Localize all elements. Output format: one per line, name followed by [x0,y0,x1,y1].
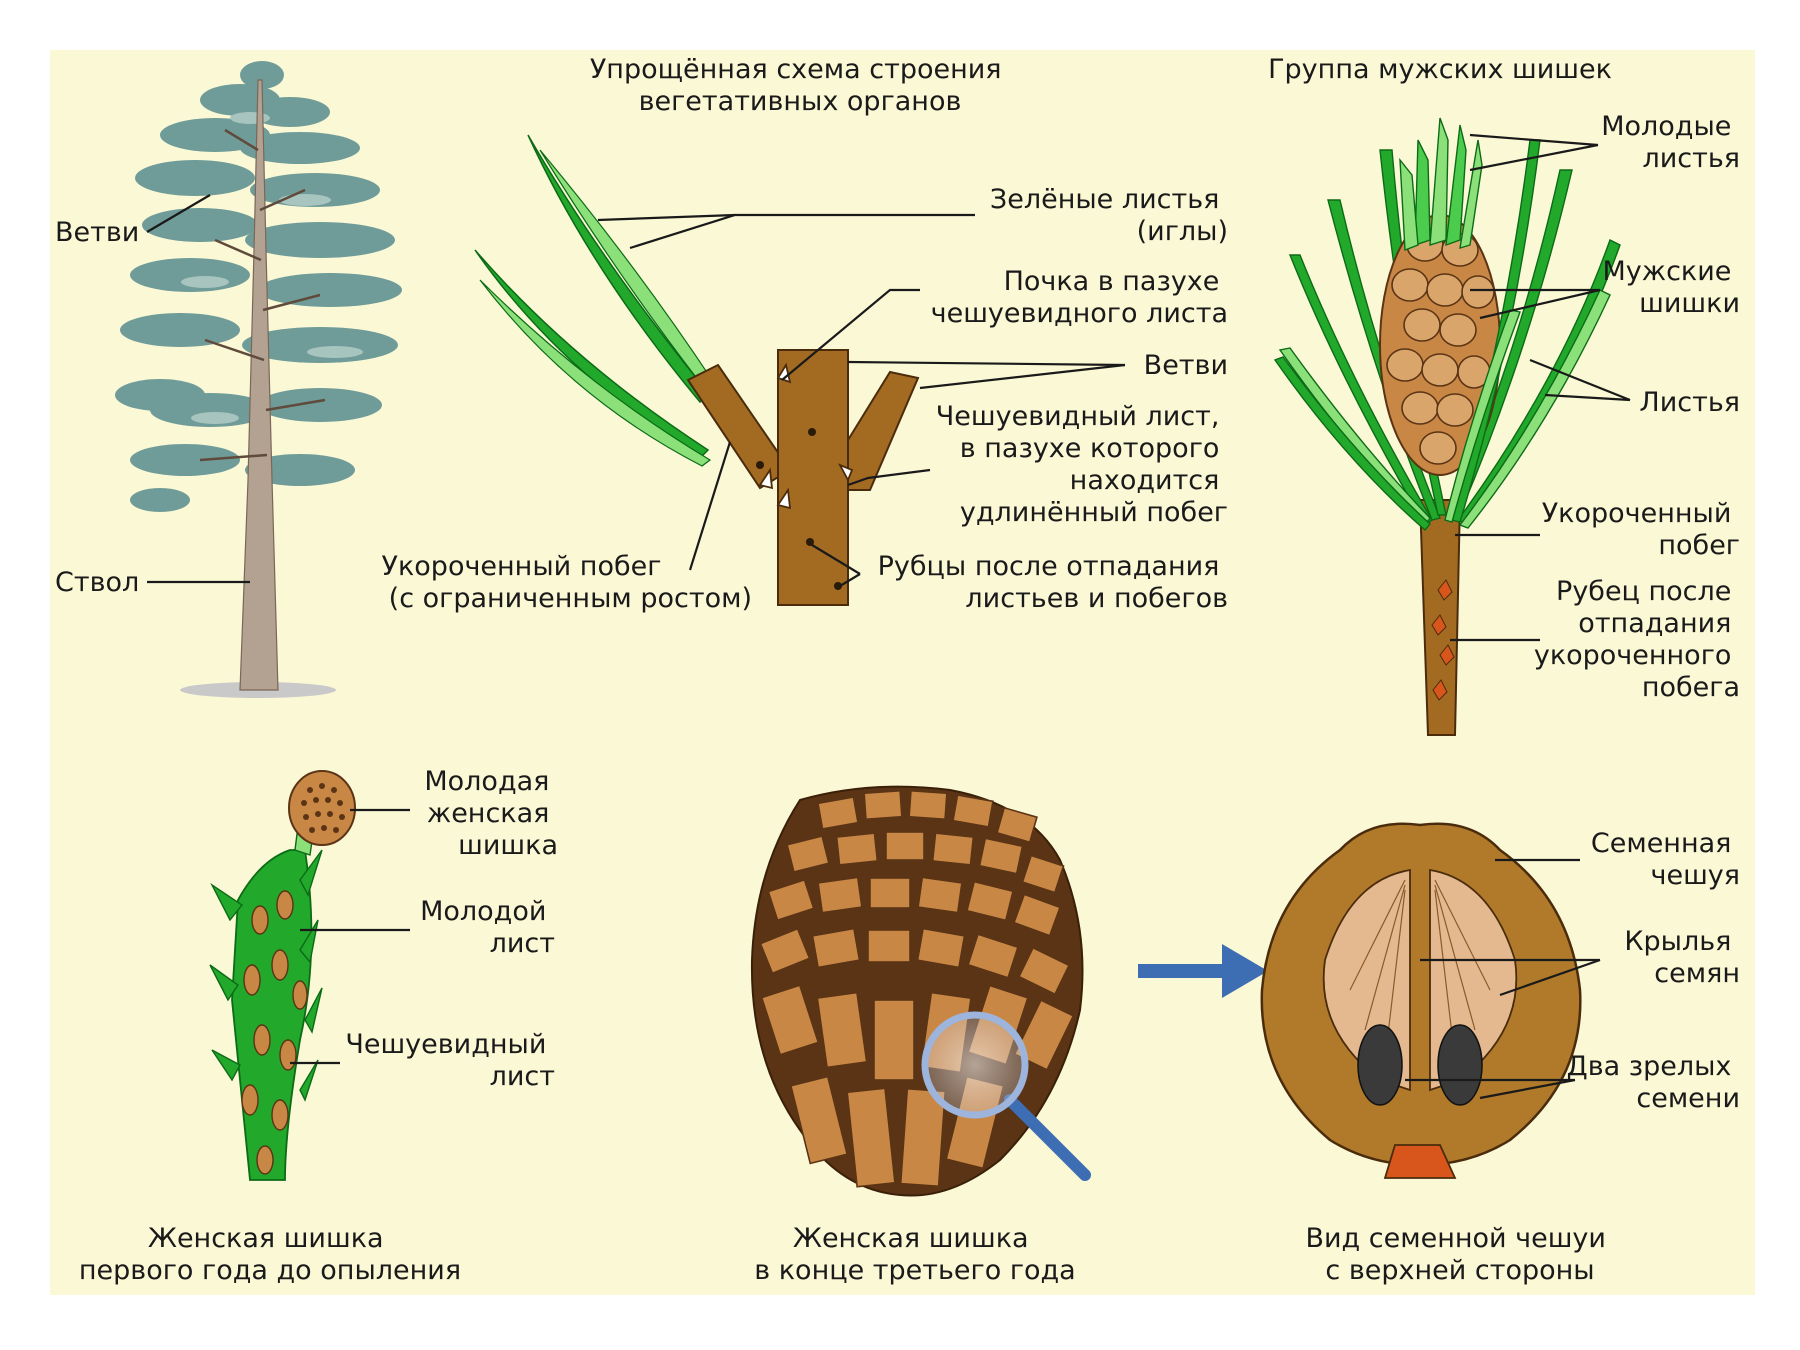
male-stem-scars [1431,579,1455,701]
magnifier-icon [921,1011,1091,1181]
label-young-leaf: Молодой лист [420,896,555,959]
leader-short-shoot [688,441,732,571]
leader-green-leaves-2 [597,213,736,222]
side-branch [847,370,920,491]
label-young-female-cone: Молодая женская шишка [424,766,558,861]
label-scale-leaf: Чешуевидный лист, в пазухе которого нахо… [936,401,1228,528]
tree-trunk [239,79,279,691]
main-branch [777,349,849,606]
leader-leaves-1 [1529,358,1631,402]
caption-female-first-year: Женская шишка первого года до опыления [79,1223,461,1286]
leader-leaves-2 [1544,393,1631,402]
male-needles-front [1273,139,1611,531]
leader-branches-2 [919,363,1126,390]
label-leaves: Листья [1639,387,1740,418]
green-needles [474,134,721,467]
male-cones-group [1273,117,1621,736]
caption-female-third-year: Женская шишка в конце третьего года [754,1223,1075,1286]
leader-male-cones-2 [1479,288,1601,320]
label-seed-wings: Крылья семян [1624,926,1740,989]
leader-scars-1 [811,544,861,575]
seed-scale-base [1383,1144,1457,1179]
label-scar-male: Рубец после отпадания укороченного побег… [1534,576,1740,703]
scheme-title: Упрощённая схема строения вегетативных о… [590,54,1010,117]
shoot-young-leaves [209,849,323,1102]
young-female-cone [288,770,356,846]
female-cone-third-year [750,785,1091,1197]
leader-wings-2 [1499,958,1601,997]
label-vetvi-tree: Ветви [55,217,139,248]
label-short-shoot-male: Укороченный побег [1542,498,1740,561]
label-stvol: Ствол [55,567,139,598]
label-scars: Рубцы после отпадания листьев и побегов [878,551,1228,614]
young-leaves-top [1399,117,1483,251]
caption-seed-scale-view: Вид семенной чешуи с верхней стороны [1305,1223,1614,1286]
leader-scale-leaf [847,468,931,487]
label-green-leaves: Зелёные листья (иглы) [990,184,1228,247]
arrow-right-icon [1138,944,1268,998]
leader-young-leaves-2 [1469,143,1599,172]
male-cones-title: Группа мужских шишек [1268,54,1612,85]
leader-bud [781,288,920,381]
scale-leaves [758,362,854,510]
leader-branches [847,360,1126,367]
label-seed-scale: Семенная чешуя [1591,828,1740,891]
shoot-scale-leaves [241,890,308,1175]
label-male-cones: Мужские шишки [1602,256,1740,319]
tree-foliage [115,61,402,512]
label-two-seeds: Два зрелых семени [1567,1051,1740,1114]
vegetative-scheme [474,134,920,606]
leader-vetvi-tree [146,194,211,233]
label-young-leaves: Молодые листья [1601,111,1740,174]
mature-seeds [1357,1024,1483,1106]
label-branches: Ветви [1144,350,1228,381]
label-bud: Почка в пазухе чешуевидного листа [931,266,1228,329]
leader-seeds-2 [1479,1078,1576,1100]
leader-young-leaves-1 [1469,133,1599,147]
female-cone-first-year [209,770,356,1181]
male-cone [1379,214,1501,476]
label-scale-leaf-small: Чешуевидный лист [345,1029,555,1092]
leader-scars-2 [839,573,861,587]
tree-branches [199,128,326,462]
pine-tree [115,61,402,698]
leaf-scars [756,428,842,590]
label-short-shoot: Укороченный побег (с ограниченным ростом… [382,551,752,614]
